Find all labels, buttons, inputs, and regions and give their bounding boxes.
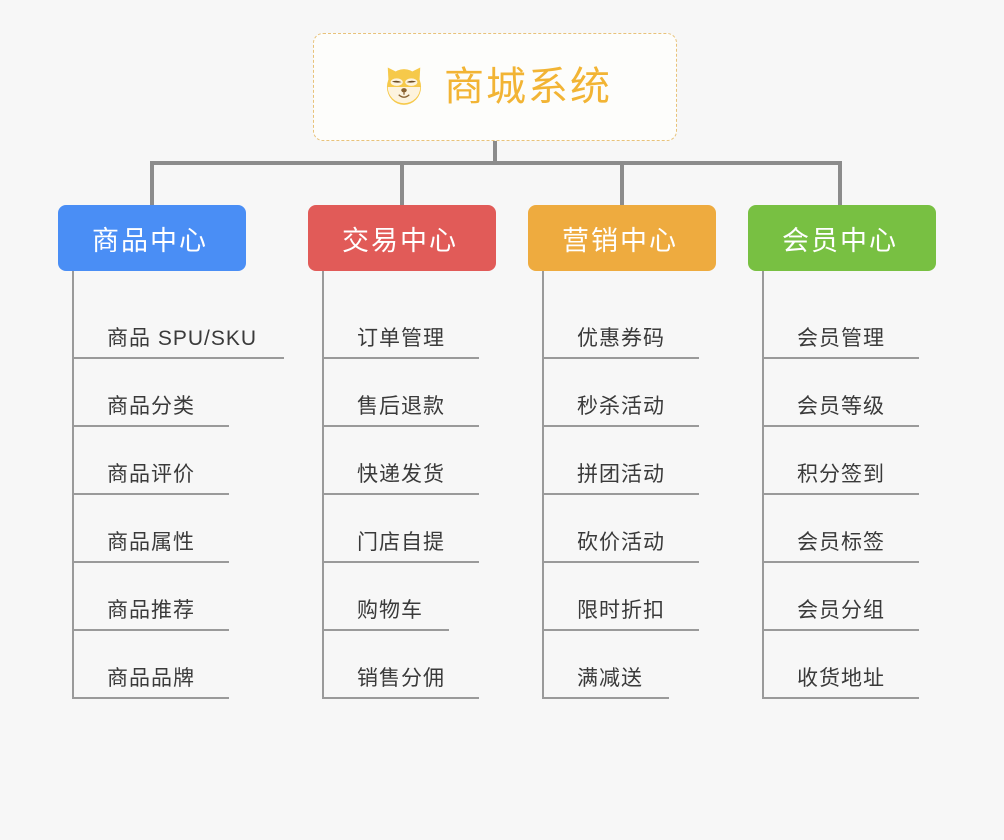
- connector-horizontal-bus: [150, 161, 842, 165]
- leaf-list-2: 订单管理 售后退款 快递发货 门店自提 购物车 销售分佣: [322, 271, 528, 699]
- leaf-item[interactable]: 商品推荐: [74, 563, 229, 631]
- root-title: 商城系统: [444, 65, 612, 109]
- branch-header-4[interactable]: 会员中心: [748, 205, 936, 271]
- connector-root-stem: [493, 141, 497, 163]
- branch-header-1[interactable]: 商品中心: [58, 205, 246, 271]
- leaf-item[interactable]: 砍价活动: [544, 495, 699, 563]
- branch-column-4: 会员中心 会员管理 会员等级 积分签到 会员标签 会员分组 收货地址: [748, 205, 968, 699]
- leaf-item[interactable]: 满减送: [544, 631, 669, 699]
- leaf-item[interactable]: 会员等级: [764, 359, 919, 427]
- shiba-dog-face-icon: [386, 67, 422, 105]
- connector-drop-2: [400, 163, 404, 207]
- branch-header-3[interactable]: 营销中心: [528, 205, 716, 271]
- branch-header-label-1: 商品中心: [92, 225, 208, 256]
- leaf-item[interactable]: 会员分组: [764, 563, 919, 631]
- leaf-item[interactable]: 积分签到: [764, 427, 919, 495]
- leaf-item[interactable]: 收货地址: [764, 631, 919, 699]
- leaf-item[interactable]: 商品评价: [74, 427, 229, 495]
- leaf-item[interactable]: 商品分类: [74, 359, 229, 427]
- leaf-item[interactable]: 销售分佣: [324, 631, 479, 699]
- leaf-list-4: 会员管理 会员等级 积分签到 会员标签 会员分组 收货地址: [762, 271, 968, 699]
- connector-drop-1: [150, 163, 154, 207]
- connector-drop-4: [838, 163, 842, 207]
- leaf-item[interactable]: 秒杀活动: [544, 359, 699, 427]
- leaf-item[interactable]: 快递发货: [324, 427, 479, 495]
- branch-header-label-2: 交易中心: [342, 225, 458, 256]
- branch-column-2: 交易中心 订单管理 售后退款 快递发货 门店自提 购物车 销售分佣: [308, 205, 528, 699]
- leaf-item[interactable]: 会员管理: [764, 291, 919, 359]
- root-node[interactable]: 商城系统: [313, 33, 677, 141]
- leaf-item[interactable]: 订单管理: [324, 291, 479, 359]
- leaf-item[interactable]: 售后退款: [324, 359, 479, 427]
- connector-drop-3: [620, 163, 624, 207]
- leaf-item[interactable]: 门店自提: [324, 495, 479, 563]
- leaf-item[interactable]: 会员标签: [764, 495, 919, 563]
- branch-header-label-3: 营销中心: [562, 225, 678, 256]
- leaf-item[interactable]: 优惠券码: [544, 291, 699, 359]
- branch-column-3: 营销中心 优惠券码 秒杀活动 拼团活动 砍价活动 限时折扣 满减送: [528, 205, 748, 699]
- leaf-item[interactable]: 拼团活动: [544, 427, 699, 495]
- leaf-item[interactable]: 商品 SPU/SKU: [74, 291, 284, 359]
- leaf-list-1: 商品 SPU/SKU 商品分类 商品评价 商品属性 商品推荐 商品品牌: [72, 271, 284, 699]
- branch-header-label-4: 会员中心: [782, 225, 898, 256]
- branch-column-1: 商品中心 商品 SPU/SKU 商品分类 商品评价 商品属性 商品推荐 商品品牌: [58, 205, 284, 699]
- leaf-list-3: 优惠券码 秒杀活动 拼团活动 砍价活动 限时折扣 满减送: [542, 271, 748, 699]
- leaf-item[interactable]: 商品品牌: [74, 631, 229, 699]
- leaf-item[interactable]: 商品属性: [74, 495, 229, 563]
- branch-header-2[interactable]: 交易中心: [308, 205, 496, 271]
- leaf-item[interactable]: 限时折扣: [544, 563, 699, 631]
- leaf-item[interactable]: 购物车: [324, 563, 449, 631]
